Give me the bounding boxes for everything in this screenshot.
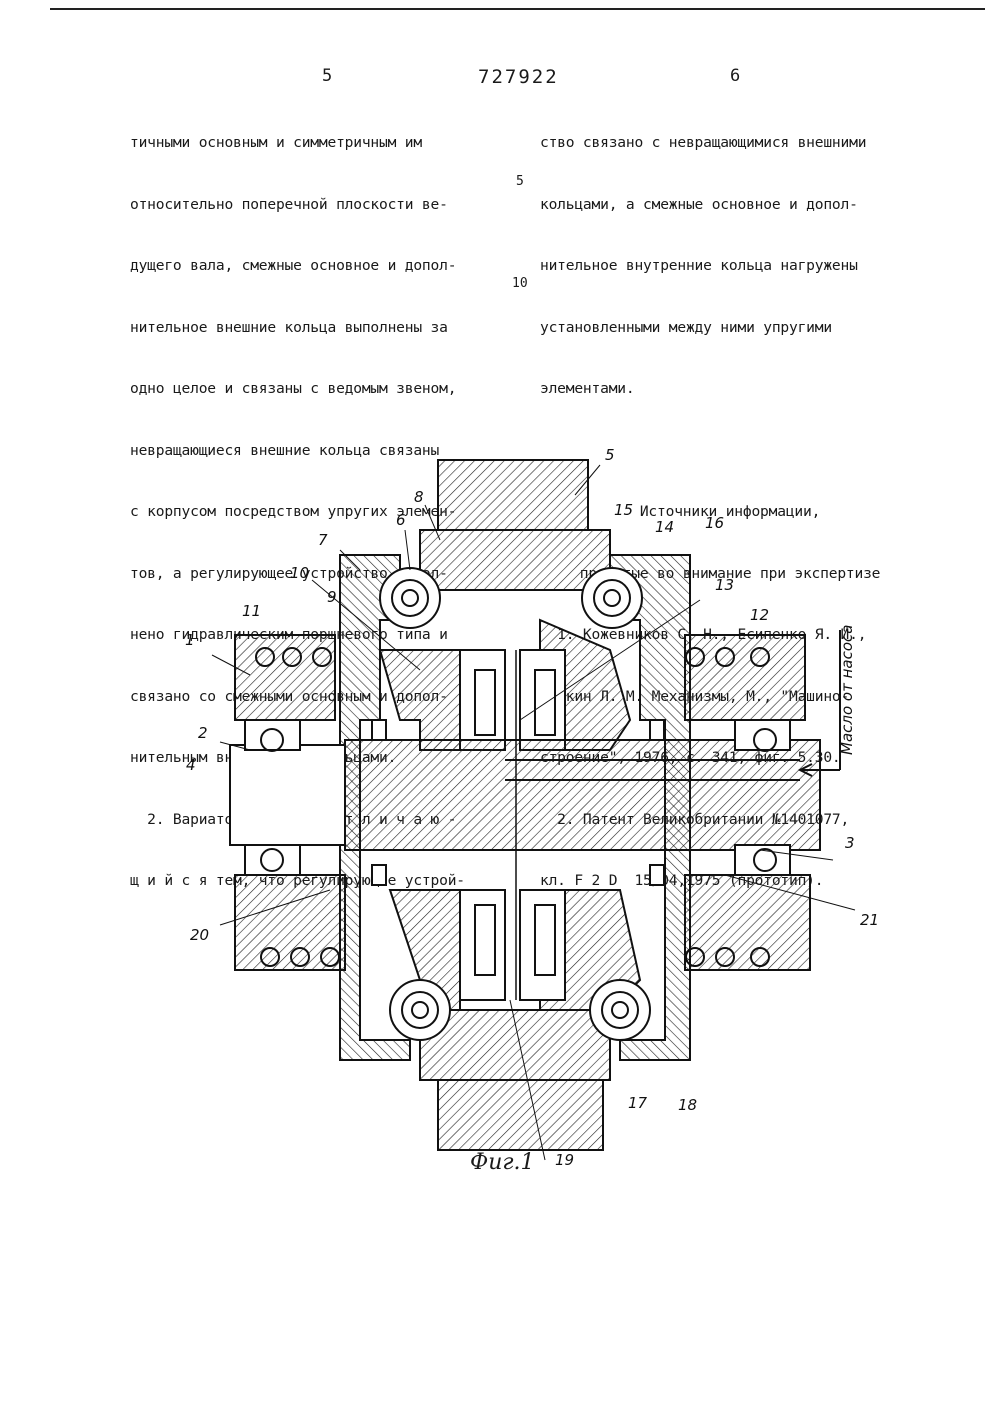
drawing-label: 1 xyxy=(185,631,195,649)
top-rule xyxy=(50,8,985,10)
text-line: кольцами, а смежные основное и допол- xyxy=(540,195,920,216)
drawing-label: 13 xyxy=(715,576,734,594)
drawing-label: 11 xyxy=(242,602,261,620)
drawing-label: 9 xyxy=(327,588,337,606)
drawing-label: 12 xyxy=(750,606,769,624)
text-line: дущего вала, смежные основное и допол- xyxy=(130,256,500,277)
text-line: нительное внутренние кольца нагружены xyxy=(540,256,920,277)
drawing-label: 21 xyxy=(860,911,879,929)
page-number-left: 5 xyxy=(322,66,333,86)
drawing-label: 2 xyxy=(198,724,208,742)
text-line: нительное внешние кольца выполнены за xyxy=(130,318,500,339)
drawing-label: 3 xyxy=(845,834,855,852)
line-number-10: 10 xyxy=(512,276,528,291)
drawing-label: 18 xyxy=(678,1096,697,1114)
drawing-label: 19 xyxy=(555,1151,574,1169)
drawing-label: 8 xyxy=(414,488,424,506)
drawing-label: 5 xyxy=(605,446,615,464)
text-line: тичными основным и симметричным им xyxy=(130,133,500,154)
page-number-right: 6 xyxy=(730,66,741,86)
drawing-label: 6 xyxy=(396,511,406,529)
drawing-label: 7 xyxy=(318,531,328,549)
line-number-5: 5 xyxy=(516,174,524,189)
text-line: установленными между ними упругими xyxy=(540,318,920,339)
technical-drawing: 1 2 3 4 5 6 7 8 9 10 11 12 13 14 15 16 1… xyxy=(0,420,1000,1200)
text-line: одно целое и связаны с ведомым звеном, xyxy=(130,379,500,400)
drawing-label: 10 xyxy=(290,564,309,582)
drawing-label: 20 xyxy=(190,926,209,944)
patent-number: 727922 xyxy=(478,66,559,88)
drawing-label: 14 xyxy=(655,518,674,536)
drawing-label: 4 xyxy=(186,756,196,774)
drawing-label: 17 xyxy=(628,1094,648,1112)
oil-supply-label: Масло от насоса xyxy=(838,625,856,755)
text-line: ство связано с невращающимися внешними xyxy=(540,133,920,154)
text-line: относительно поперечной плоскости ве- xyxy=(130,195,500,216)
drawing-label: 15 xyxy=(614,501,633,519)
figure-caption: Фиг.1 xyxy=(470,1150,535,1175)
drawing-label: 16 xyxy=(705,514,724,532)
text-line: элементами. xyxy=(540,379,920,400)
